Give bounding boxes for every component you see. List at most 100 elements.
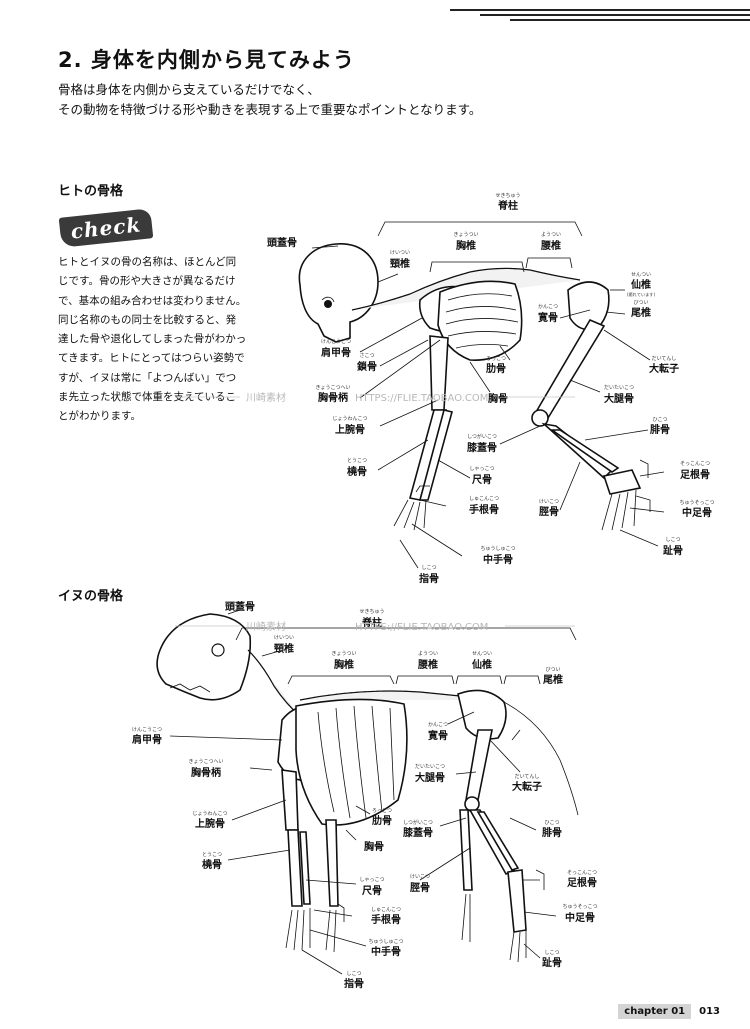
human-leader-lines <box>311 245 665 569</box>
check-text-line: で、基本の組み合わせは変わりません。 <box>58 294 247 307</box>
dog-section-title: イヌの骨格 <box>58 589 124 604</box>
dog-label-ruby: とうこつ <box>202 852 222 858</box>
dog-spine-bracket <box>235 627 577 641</box>
dog-label: 肋骨 <box>372 814 392 827</box>
dog-label: 脊柱 <box>361 616 382 629</box>
human-label-ruby: しゅこんこつ <box>469 496 499 502</box>
dog-label: 大腿骨 <box>415 771 445 784</box>
top-rule-3 <box>510 19 750 21</box>
check-text-line: とがわかります。 <box>58 410 141 423</box>
watermark-row-2: 川崎素材 HTTPS://FLIE.TAOBAO.COM <box>175 620 575 633</box>
human-label-ruby: せきちゅう <box>495 192 520 199</box>
top-rule-1 <box>450 9 750 11</box>
human-label-ruby: せんつい <box>631 272 651 278</box>
human-label: 中足骨 <box>682 506 712 519</box>
dog-label: 橈骨 <box>202 858 222 871</box>
dog-label: 腓骨 <box>542 826 562 839</box>
dog-label-ruby: ろっこつ <box>372 808 392 814</box>
dog-label-ruby: きょうつい <box>331 650 356 657</box>
dog-labels: 頭蓋骨 せきちゅう 脊柱 けいつい 頸椎 きょうつい 胸椎 ようつい 腰椎 せん… <box>132 600 598 990</box>
dog-label-ruby: けいつい <box>274 635 294 641</box>
dog-label-ruby: じょうわんこつ <box>192 810 227 817</box>
page-footer: chapter 01 013 <box>618 1004 720 1019</box>
human-label: 鎖骨 <box>357 360 377 373</box>
dog-skeleton-illustration <box>156 613 579 963</box>
dog-label: 胸椎 <box>334 658 354 671</box>
dog-label: 中足骨 <box>565 911 595 924</box>
dog-label: 寛骨 <box>428 729 448 742</box>
dog-label: 手根骨 <box>371 913 401 926</box>
watermark-text: HTTPS://FLIE.TAOBAO.COM <box>355 393 488 404</box>
human-label: 尾椎 <box>631 306 651 319</box>
watermark-text: 川崎素材 <box>246 620 286 633</box>
human-label: 寛骨 <box>538 311 558 324</box>
human-label-ruby: ひこつ <box>652 417 667 423</box>
human-spine-bracket <box>377 221 583 237</box>
dog-label: 頸椎 <box>274 642 294 655</box>
dog-leader-lines <box>169 609 557 975</box>
human-skeleton-illustration <box>298 243 642 531</box>
dog-label-ruby: せんつい <box>472 651 492 657</box>
human-label: 尺骨 <box>472 474 492 486</box>
dog-label-ruby: けんこうこつ <box>132 727 162 733</box>
dog-label: 足根骨 <box>567 876 597 889</box>
dog-label-ruby: だいてんし <box>515 774 540 780</box>
dog-label-ruby: しこつ <box>346 971 361 977</box>
human-label-ruby: かんこつ <box>538 303 558 310</box>
human-labels: せきちゅう 脊柱 頭蓋骨 きょうつい 胸椎 ようつい 腰椎 けいつい 頸椎 せん… <box>267 192 715 585</box>
human-label: 頭蓋骨 <box>267 236 297 249</box>
page-title: 2. 身体を内側から見てみよう <box>58 48 355 72</box>
human-label: 腓骨 <box>650 423 670 436</box>
dog-label: 脛骨 <box>410 882 430 894</box>
check-text-line: 同じ名称のもの同士を比較すると、発 <box>58 313 237 326</box>
dog-label-ruby: ちゅうしゅこつ <box>368 939 403 945</box>
human-label: 大転子 <box>649 362 679 375</box>
check-text-line: 達した骨や退化してしまった骨がわかっ <box>58 333 247 346</box>
human-label: 胸椎 <box>456 239 476 252</box>
human-label-ruby: そっこんこつ <box>680 460 710 467</box>
footer-page-number: 013 <box>699 1006 720 1017</box>
human-label-ruby: しこつ <box>665 537 680 543</box>
dog-label-ruby: ちゅうそっこつ <box>562 903 597 910</box>
dog-label-ruby: かんこつ <box>428 721 448 728</box>
human-label: 腰椎 <box>540 239 561 252</box>
dog-label-ruby: しこつ <box>544 950 559 956</box>
human-label-ruby: ようつい <box>541 232 561 238</box>
dog-label: 中手骨 <box>371 945 401 958</box>
human-label: 指骨 <box>419 572 439 585</box>
human-label-ruby: ちゅうそっこつ <box>679 499 714 506</box>
human-label-ruby: けいつい <box>390 250 410 256</box>
dog-label: 指骨 <box>344 977 364 990</box>
human-label: 仙椎 <box>631 278 651 291</box>
dog-label: 趾骨 <box>542 956 562 969</box>
human-label-ruby: きょうつい <box>453 231 478 238</box>
watermark-text: HTTPS://FLIE.TAOBAO.COM <box>355 622 488 633</box>
human-label-ruby: じょうわんこつ <box>332 415 367 422</box>
human-label: 手根骨 <box>469 503 499 516</box>
dog-label-ruby: しゃっこつ <box>359 877 384 883</box>
human-label-ruby: ちゅうしゅこつ <box>480 546 515 552</box>
human-label: 上腕骨 <box>335 423 365 436</box>
human-label: 大腿骨 <box>604 392 634 405</box>
human-label-ruby: しこつ <box>421 565 436 571</box>
dog-label-ruby: しつがいこつ <box>403 819 433 826</box>
human-label: 中手骨 <box>483 553 513 566</box>
check-text-line: ヒトとイヌの骨の名称は、ほとんど同 <box>58 256 237 268</box>
human-label: 肋骨 <box>486 362 506 375</box>
dog-label-ruby: だいたいこつ <box>415 764 445 770</box>
dog-label-ruby: きょうこつへい <box>188 758 223 765</box>
human-label: 膝蓋骨 <box>467 441 497 454</box>
dog-label: 腰椎 <box>417 658 438 671</box>
human-label: 橈骨 <box>347 465 367 478</box>
check-body-text: ヒトとイヌの骨の名称は、ほとんど同 じです。骨の形や大きさが異なるだけ で、基本… <box>58 253 246 427</box>
dog-label-ruby: けいこつ <box>410 874 430 880</box>
footer-chapter: chapter 01 <box>618 1004 692 1019</box>
human-label-ruby: とうこつ <box>347 458 367 464</box>
dog-label: 胸骨 <box>364 840 384 853</box>
dog-label: 尺骨 <box>362 885 382 897</box>
watermark-row-1: 川崎素材 HTTPS://FLIE.TAOBAO.COM <box>175 391 575 404</box>
dog-label: 仙椎 <box>472 658 492 671</box>
human-label-ruby: けいこつ <box>539 499 559 505</box>
dog-label-ruby: しゅこんこつ <box>371 907 401 913</box>
